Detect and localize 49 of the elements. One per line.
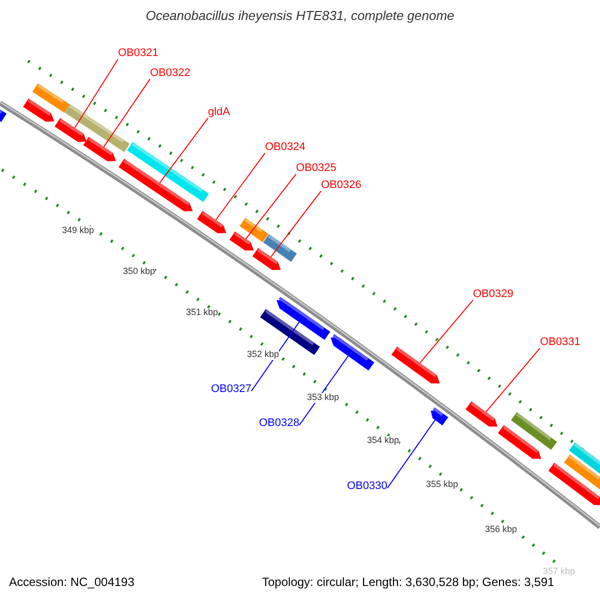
gene-block	[23, 98, 54, 122]
scale-label: 356 kbp	[485, 525, 518, 535]
gene-block	[54, 118, 87, 142]
gene-block	[430, 407, 448, 426]
gene-block	[83, 136, 116, 162]
gene-block	[391, 346, 440, 384]
gene-block	[118, 158, 193, 212]
scale-label: 350 kbp	[123, 267, 156, 277]
gene-label: OB0328	[259, 417, 300, 430]
gene-block	[252, 248, 281, 270]
leader-line	[250, 322, 300, 392]
gene-label: OB0325	[296, 162, 336, 174]
scale-label: 349 kbp	[62, 226, 94, 236]
gene-label: OB0321	[118, 47, 158, 60]
footer-text: Accession: NC_004193	[9, 576, 134, 590]
leader-line	[270, 190, 322, 258]
gene-block	[466, 401, 498, 427]
gene-label: OB0329	[473, 288, 514, 300]
scale-label: 354 kbp	[367, 436, 400, 446]
gene-label: OB0322	[150, 67, 190, 80]
scale-label: 351 kbp	[186, 308, 218, 318]
scale-label: 357 kbp	[543, 567, 576, 577]
scale-label: 353 kbp	[307, 393, 340, 403]
scale-label: 352 kbp	[247, 350, 280, 360]
gene-block	[0, 106, 7, 122]
scale-label: 355 kbp	[426, 480, 458, 490]
gene-label: gldA	[208, 106, 230, 118]
gene-block	[196, 210, 226, 234]
gene-block	[548, 462, 600, 506]
title: Oceanobacillus iheyensis HTE831, complete genome	[146, 9, 454, 24]
leader-line	[386, 420, 436, 489]
gene-block	[229, 232, 254, 251]
leader-line	[159, 118, 208, 184]
leader-line	[74, 58, 118, 128]
gene-label: OB0331	[540, 336, 580, 348]
leader-line	[245, 174, 296, 240]
gene-block	[276, 296, 330, 340]
leader-line	[485, 348, 540, 412]
gene-label: OB0327	[211, 383, 252, 396]
leader-line	[298, 356, 349, 426]
gene-block	[330, 334, 374, 371]
leader-line	[215, 152, 266, 220]
footer-text: Topology: circular; Length: 3,630,528 bp; Genes: 3,591	[262, 576, 554, 590]
leader-line	[419, 300, 474, 364]
gene-label: OB0324	[265, 141, 306, 154]
gene-block	[498, 425, 542, 459]
gene-label: OB0330	[347, 480, 388, 492]
leader-line	[103, 78, 150, 148]
gene-label: OB0326	[321, 179, 362, 192]
